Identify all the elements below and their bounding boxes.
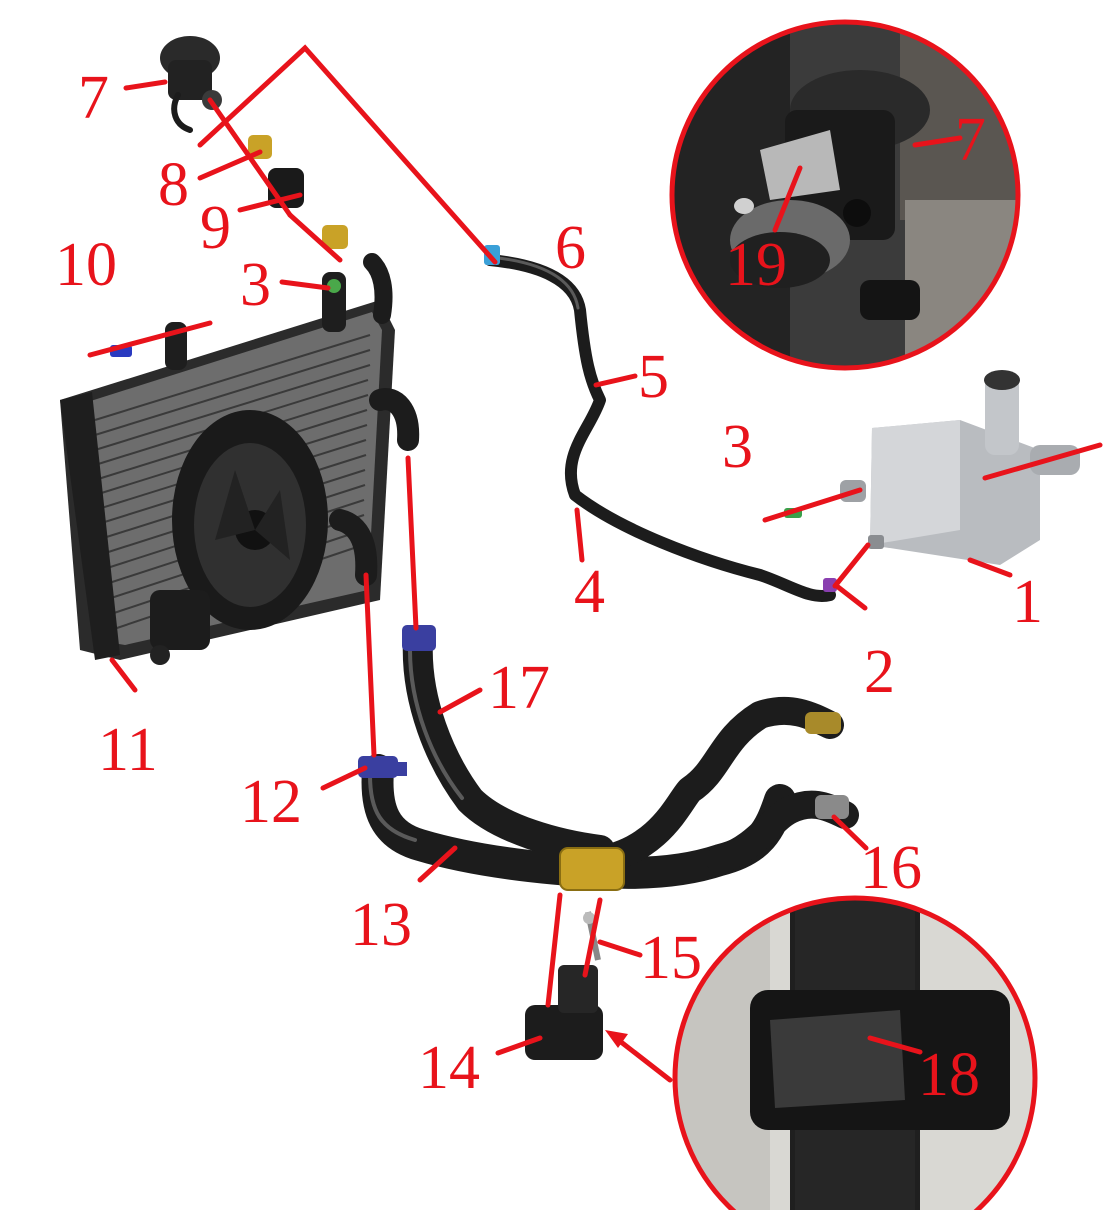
callout-10: 10 [55, 231, 117, 299]
callout-12: 12 [240, 768, 302, 836]
callout-19: 19 [725, 231, 787, 299]
callout-3-radiator: 3 [240, 251, 271, 319]
filler-cap-assembly [160, 36, 348, 249]
callout-7-inset: 7 [955, 106, 986, 174]
callout-8: 8 [158, 151, 189, 219]
callout-1: 1 [1012, 568, 1043, 636]
callout-3-reservoir: 3 [722, 413, 753, 481]
callout-13: 13 [350, 891, 412, 959]
coolant-reservoir [840, 370, 1080, 565]
inset-photo-cap [669, 19, 1021, 371]
callout-17: 17 [488, 654, 550, 722]
callout-9: 9 [200, 194, 231, 262]
callout-15: 15 [640, 924, 702, 992]
inset-photo-bracket [672, 895, 1038, 1210]
callout-7: 7 [78, 64, 109, 132]
radiator [60, 272, 395, 665]
leader-lines [87, 44, 1103, 1083]
callout-11: 11 [98, 716, 158, 784]
callout-labels: 7 8 9 10 3 6 5 3 4 1 2 11 17 12 13 16 15… [55, 64, 1043, 1109]
callout-2: 2 [864, 638, 895, 706]
callout-5: 5 [638, 343, 669, 411]
callout-16: 16 [860, 834, 922, 902]
sleeve-collar [559, 847, 625, 891]
callout-6: 6 [555, 214, 586, 282]
callout-18: 18 [918, 1041, 980, 1109]
hose-bracket [525, 911, 603, 1060]
callout-4: 4 [574, 558, 605, 626]
callout-14: 14 [418, 1034, 480, 1102]
